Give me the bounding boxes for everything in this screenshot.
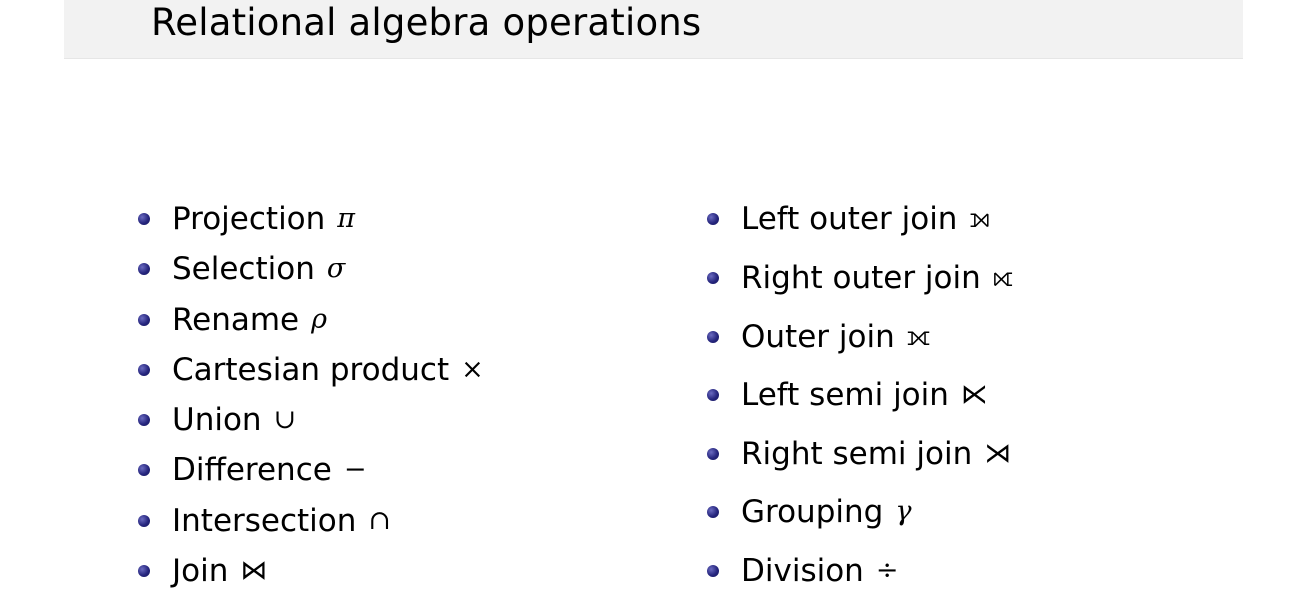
bullet-icon	[138, 464, 150, 476]
bullet-icon	[707, 506, 719, 518]
item-label: Outer join	[741, 319, 895, 355]
pi-symbol: π	[337, 203, 356, 234]
bullet-icon	[138, 364, 150, 376]
list-item-grouping: Grouping γ	[707, 492, 911, 532]
bullet-icon	[138, 213, 150, 225]
bullet-icon	[707, 389, 719, 401]
left-outer-join-symbol: ⟕	[969, 203, 990, 234]
list-item-left-outer-join: Left outer join ⟕	[707, 199, 990, 239]
bullet-icon	[138, 515, 150, 527]
item-label: Union	[172, 402, 262, 438]
item-label: Division	[741, 553, 864, 589]
bullet-icon	[138, 263, 150, 275]
division-symbol: ÷	[875, 555, 899, 586]
left-semi-join-symbol: ⋉	[960, 379, 988, 410]
list-item-outer-join: Outer join ⟗	[707, 317, 930, 357]
item-label: Left outer join	[741, 201, 958, 237]
bullet-icon	[707, 272, 719, 284]
item-label: Right semi join	[741, 436, 973, 472]
list-item-right-outer-join: Right outer join ⟖	[707, 258, 1013, 298]
list-item-union: Union ∪	[138, 400, 296, 440]
list-item-rename: Rename ρ	[138, 300, 327, 340]
item-label: Projection	[172, 201, 326, 237]
slide-title: Relational algebra operations	[151, 1, 702, 44]
list-item-join: Join ⋈	[138, 551, 267, 591]
bowtie-symbol: ⋈	[240, 555, 268, 586]
list-item-cartesian-product: Cartesian product ×	[138, 350, 484, 390]
bullet-icon	[707, 331, 719, 343]
list-item-right-semi-join: Right semi join ⋊	[707, 434, 1011, 474]
list-item-intersection: Intersection ∩	[138, 501, 391, 541]
bullet-icon	[707, 213, 719, 225]
list-item-projection: Projection π	[138, 199, 355, 239]
union-symbol: ∪	[273, 404, 297, 435]
item-label: Grouping	[741, 494, 884, 530]
full-outer-join-symbol: ⟗	[906, 321, 931, 352]
right-semi-join-symbol: ⋊	[984, 438, 1012, 469]
gamma-symbol: γ	[895, 496, 912, 527]
times-symbol: ×	[461, 354, 484, 385]
bullet-icon	[138, 565, 150, 577]
item-label: Cartesian product	[172, 352, 450, 388]
bullet-icon	[138, 314, 150, 326]
list-item-left-semi-join: Left semi join ⋉	[707, 375, 988, 415]
list-item-division: Division ÷	[707, 551, 898, 591]
list-item-difference: Difference −	[138, 450, 366, 490]
intersection-symbol: ∩	[368, 505, 392, 536]
item-label: Join	[172, 553, 229, 589]
item-label: Selection	[172, 251, 315, 287]
sigma-symbol: σ	[326, 253, 346, 284]
item-label: Intersection	[172, 503, 357, 539]
item-label: Left semi join	[741, 377, 949, 413]
rho-symbol: ρ	[311, 304, 328, 335]
item-label: Rename	[172, 302, 300, 338]
list-item-selection: Selection σ	[138, 249, 345, 289]
title-bar: Relational algebra operations	[64, 0, 1243, 59]
minus-symbol: −	[343, 454, 367, 485]
bullet-icon	[138, 414, 150, 426]
bullet-icon	[707, 565, 719, 577]
bullet-icon	[707, 448, 719, 460]
item-label: Difference	[172, 452, 332, 488]
right-outer-join-symbol: ⟖	[992, 262, 1014, 293]
item-label: Right outer join	[741, 260, 981, 296]
